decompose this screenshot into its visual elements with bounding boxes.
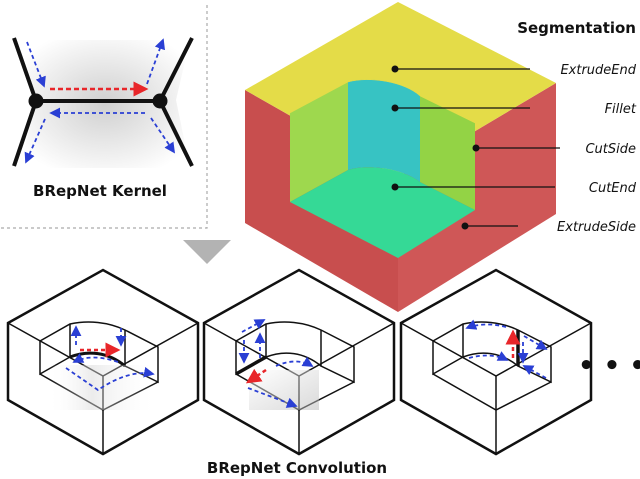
label-extrude-end: ExtrudeEnd [560,63,636,78]
kernel-panel: BRepNet Kernel [0,5,208,229]
convolution-solid-2 [202,268,396,456]
label-fillet: Fillet [605,102,637,117]
kernel-blue-arrows [24,38,176,164]
convolution-solid-3 [399,268,593,456]
segmentation-legend: Segmentation ExtrudeEnd Fillet CutSide C… [391,19,637,235]
segmented-solid [245,2,556,312]
ellipsis: • • • [578,351,640,381]
extrude-side-right-face [398,83,556,312]
leader-dot-cut-side [472,144,480,152]
leader-dot-fillet [391,104,399,112]
cut-end-face [290,167,475,258]
label-extrude-side: ExtrudeSide [557,220,636,235]
convolution-solid-1 [6,268,200,456]
kernel-vertex-left [28,93,44,109]
fillet-face [348,79,420,182]
leader-dot-extrude-side [461,222,469,230]
kernel-vertex-right [152,93,168,109]
cut-side-left-face [290,82,348,202]
leader-dot-cut-end [391,183,399,191]
kernel-background-shading [20,40,190,168]
kernel-title: BRepNet Kernel [33,182,167,200]
label-cut-side: CutSide [585,142,636,157]
cut-side-right-face [420,96,475,210]
convolution-title: BRepNet Convolution [207,459,387,477]
kernel-panel-border [0,5,208,229]
segmentation-title: Segmentation [517,19,636,37]
label-cut-end: CutEnd [589,181,637,196]
down-arrow-icon [183,240,231,264]
leader-dot-extrude-end [391,65,399,73]
